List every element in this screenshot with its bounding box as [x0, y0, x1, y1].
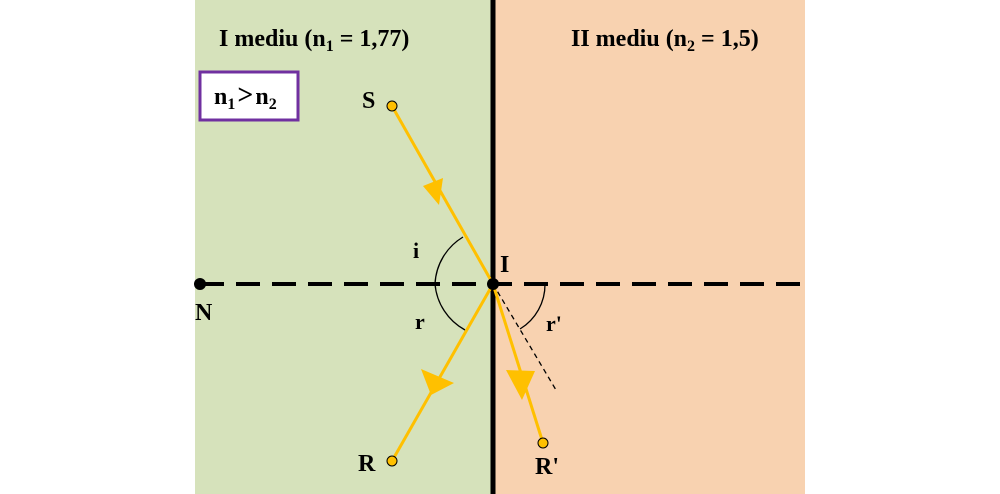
reflected-ray-arrowhead [421, 369, 454, 395]
point-N-marker [194, 278, 206, 290]
point-R-marker [386, 455, 398, 467]
point-R-prime-label: R' [535, 454, 559, 480]
refracted-ray-arrowhead [506, 370, 535, 400]
point-R-label: R [358, 451, 376, 477]
point-S-marker [386, 100, 398, 112]
angle-i-arc [434, 236, 464, 285]
incident-ray-extension [492, 283, 557, 391]
angle-r-prime-label: r' [546, 311, 562, 336]
medium-1-title: I mediu (n1 = 1,77) [219, 26, 409, 55]
angle-r-label: r [415, 309, 425, 334]
reflected-ray [390, 283, 495, 462]
point-R-prime-marker [537, 437, 549, 449]
refracted-ray [491, 283, 545, 444]
medium-2-region [493, 0, 805, 494]
incident-ray-arrowhead [423, 178, 443, 205]
medium-2-title: II mediu (n2 = 1,5) [571, 26, 759, 55]
refractive-index-relation-box [198, 70, 300, 122]
angle-r-prime-arc [519, 283, 546, 330]
point-S-label: S [362, 88, 375, 114]
point-N-label: N [195, 300, 213, 326]
angle-r-arc [434, 283, 466, 331]
refractive-index-relation: n1>n2 [214, 80, 277, 113]
incident-ray [390, 105, 495, 285]
light-rays [390, 105, 545, 462]
angle-i-label: i [413, 238, 419, 263]
point-I-marker [487, 278, 499, 290]
point-I-label: I [500, 252, 509, 278]
